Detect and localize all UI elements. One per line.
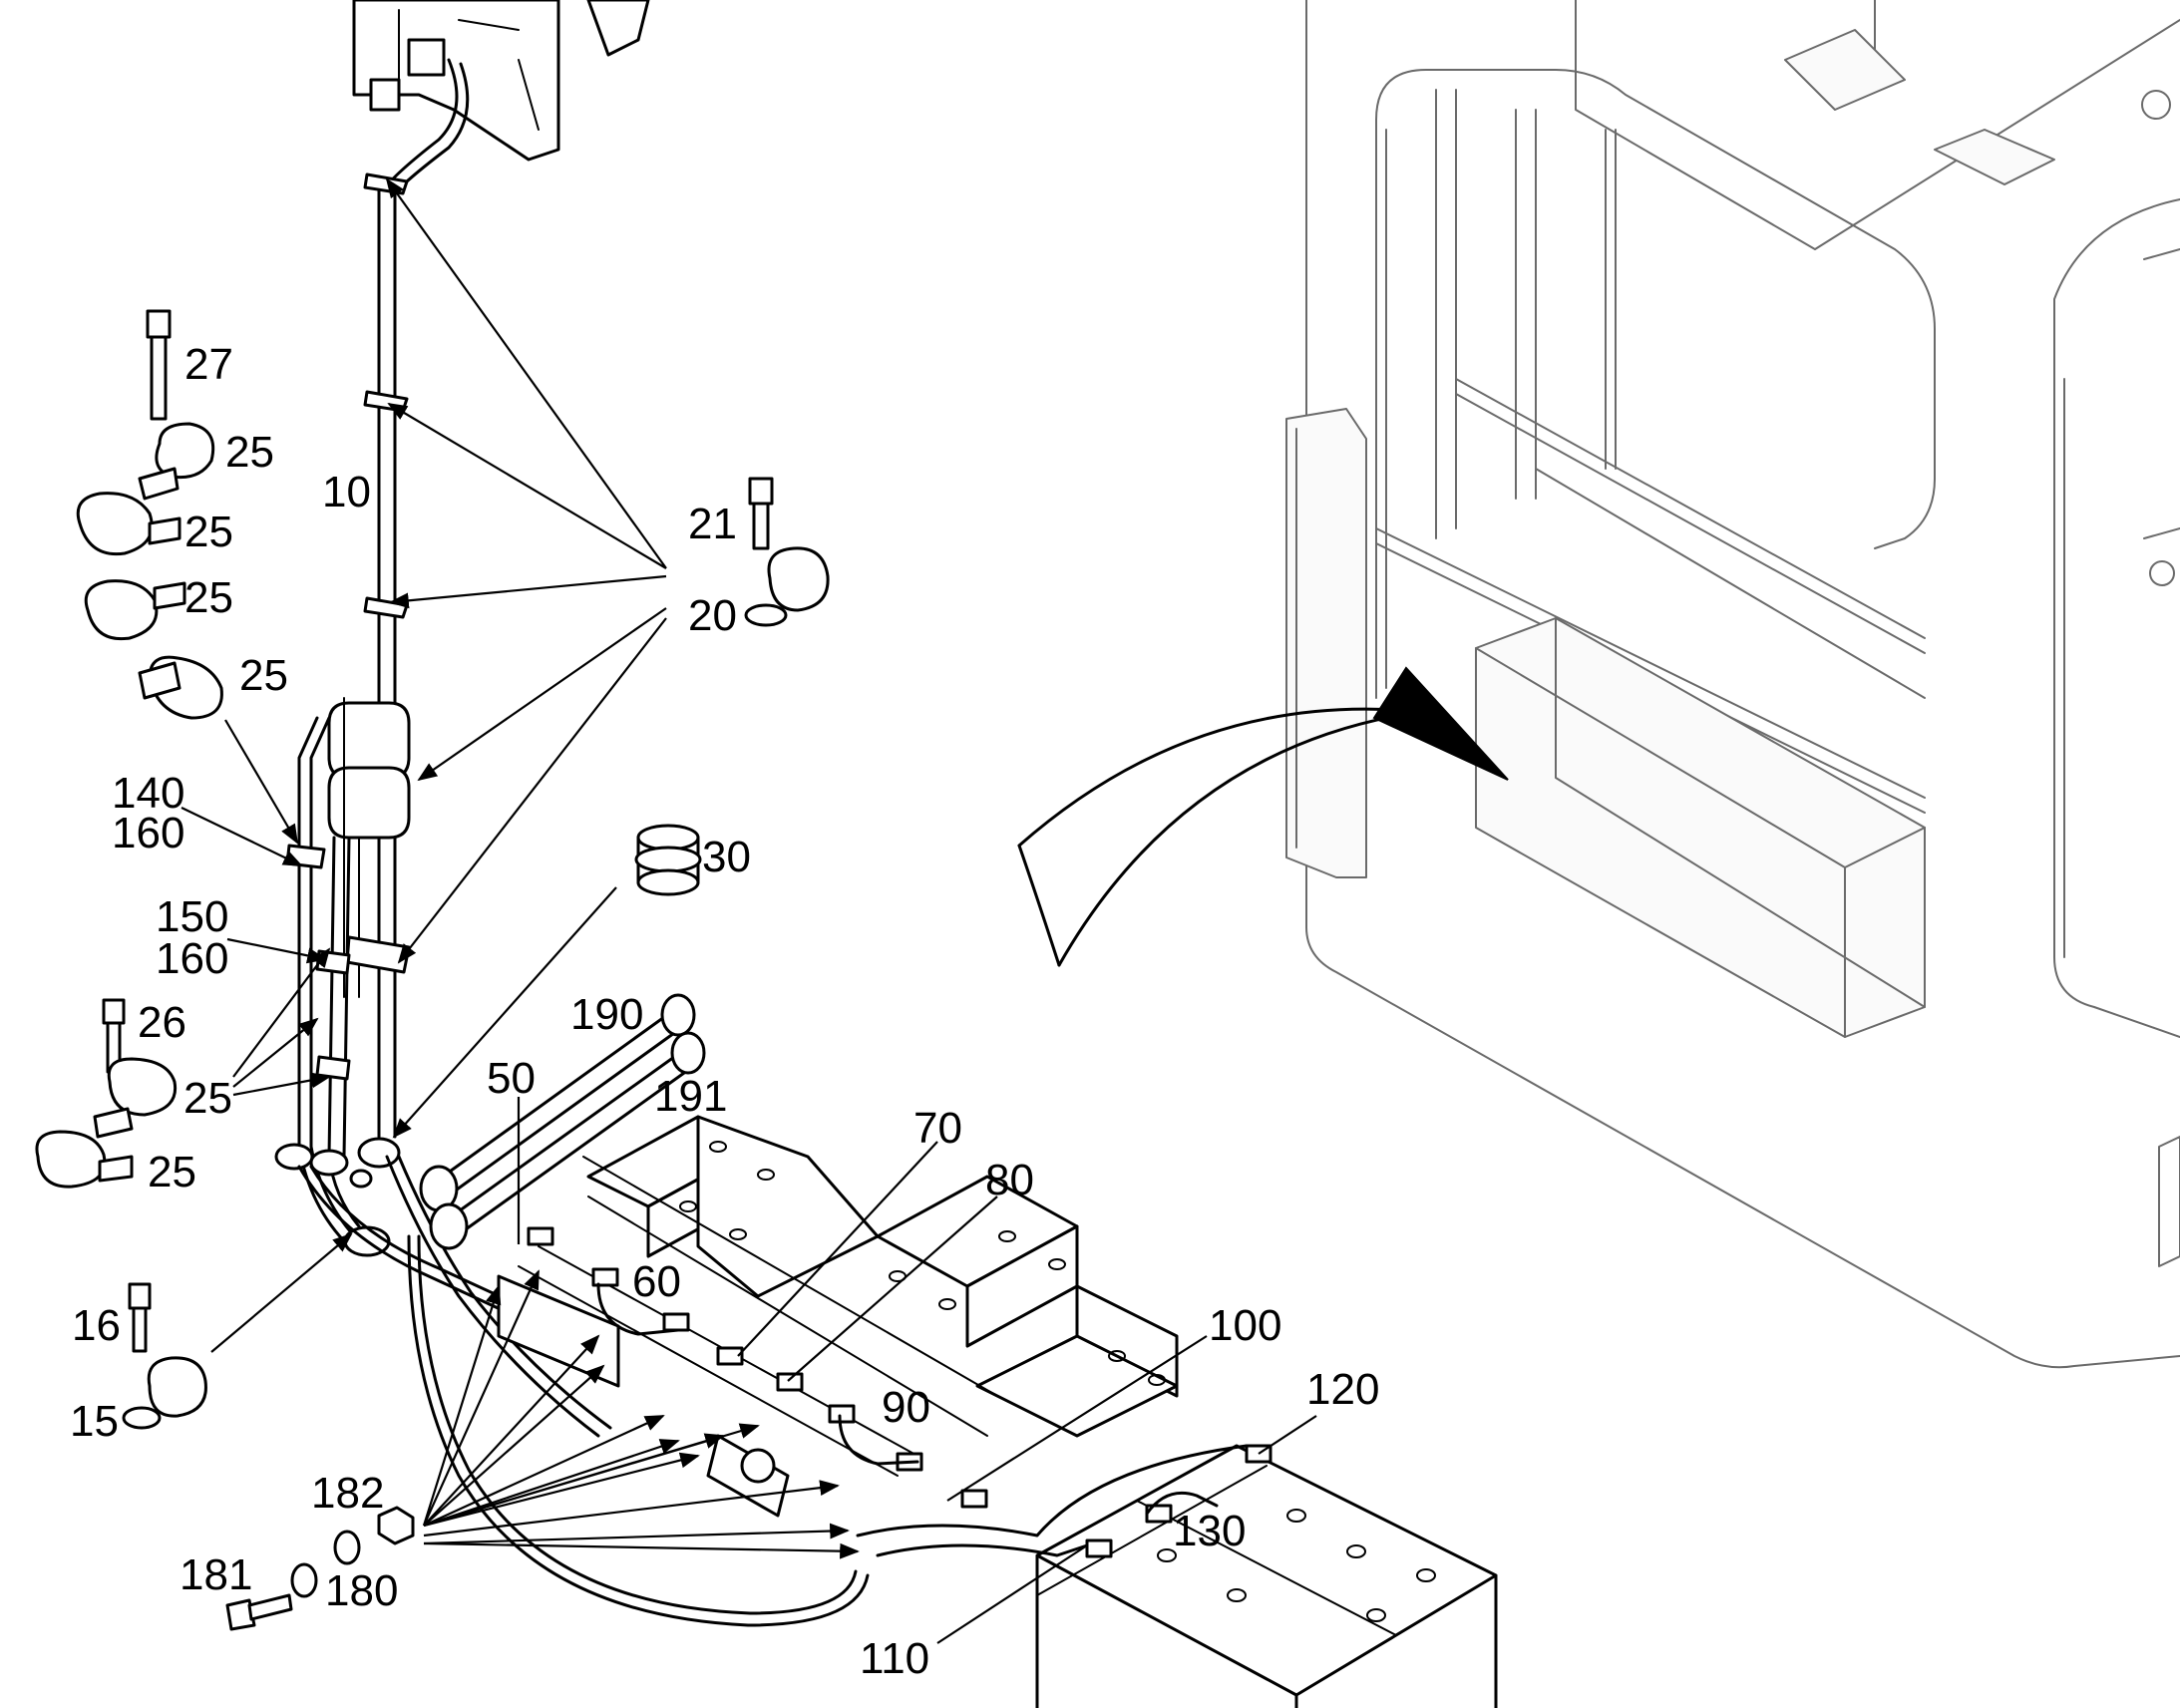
grommet-part: [634, 824, 702, 896]
callout-16: 16: [72, 1301, 121, 1350]
callout-190: 190: [570, 990, 643, 1039]
callout-191: 191: [654, 1072, 727, 1121]
callout-25: 25: [184, 508, 233, 556]
callout-25: 25: [239, 651, 288, 700]
callout-25: 25: [225, 428, 274, 477]
callout-130: 130: [1173, 1507, 1246, 1555]
view-direction-arrow: [1017, 666, 1509, 967]
callout-25: 25: [148, 1148, 196, 1196]
callout-80: 80: [985, 1156, 1034, 1204]
callout-50: 50: [487, 1054, 536, 1103]
callout-70: 70: [913, 1104, 962, 1153]
loose-parts: [35, 309, 830, 1631]
callout-labels: 27 25 25 25 25 10 21 20 140 160 30 150 1…: [70, 340, 1379, 1683]
callout-60: 60: [632, 1257, 681, 1306]
main-cable-assembly: [274, 0, 870, 1627]
callout-120: 120: [1306, 1365, 1379, 1414]
callout-27: 27: [184, 340, 233, 389]
clamp-part: [138, 422, 215, 501]
callout-25: 25: [184, 573, 233, 622]
callout-140: 140: [112, 769, 184, 818]
callout-26: 26: [138, 998, 186, 1047]
battery-pack: [497, 1115, 1498, 1708]
callout-30: 30: [702, 833, 751, 881]
leader-lines: [181, 177, 1317, 1644]
machine-frame: [1285, 0, 2180, 1369]
callout-10: 10: [322, 468, 371, 516]
callout-181: 181: [180, 1550, 252, 1599]
callout-182: 182: [311, 1469, 384, 1518]
callout-110: 110: [860, 1634, 929, 1683]
callout-25: 25: [183, 1074, 232, 1123]
callout-160: 160: [112, 809, 184, 857]
callout-150: 150: [156, 892, 228, 941]
callout-90: 90: [882, 1383, 930, 1432]
callout-20: 20: [688, 591, 737, 640]
callout-160: 160: [156, 934, 228, 983]
callout-21: 21: [688, 500, 737, 548]
callout-180: 180: [325, 1566, 398, 1615]
callout-100: 100: [1209, 1301, 1281, 1350]
callout-15: 15: [70, 1397, 119, 1446]
